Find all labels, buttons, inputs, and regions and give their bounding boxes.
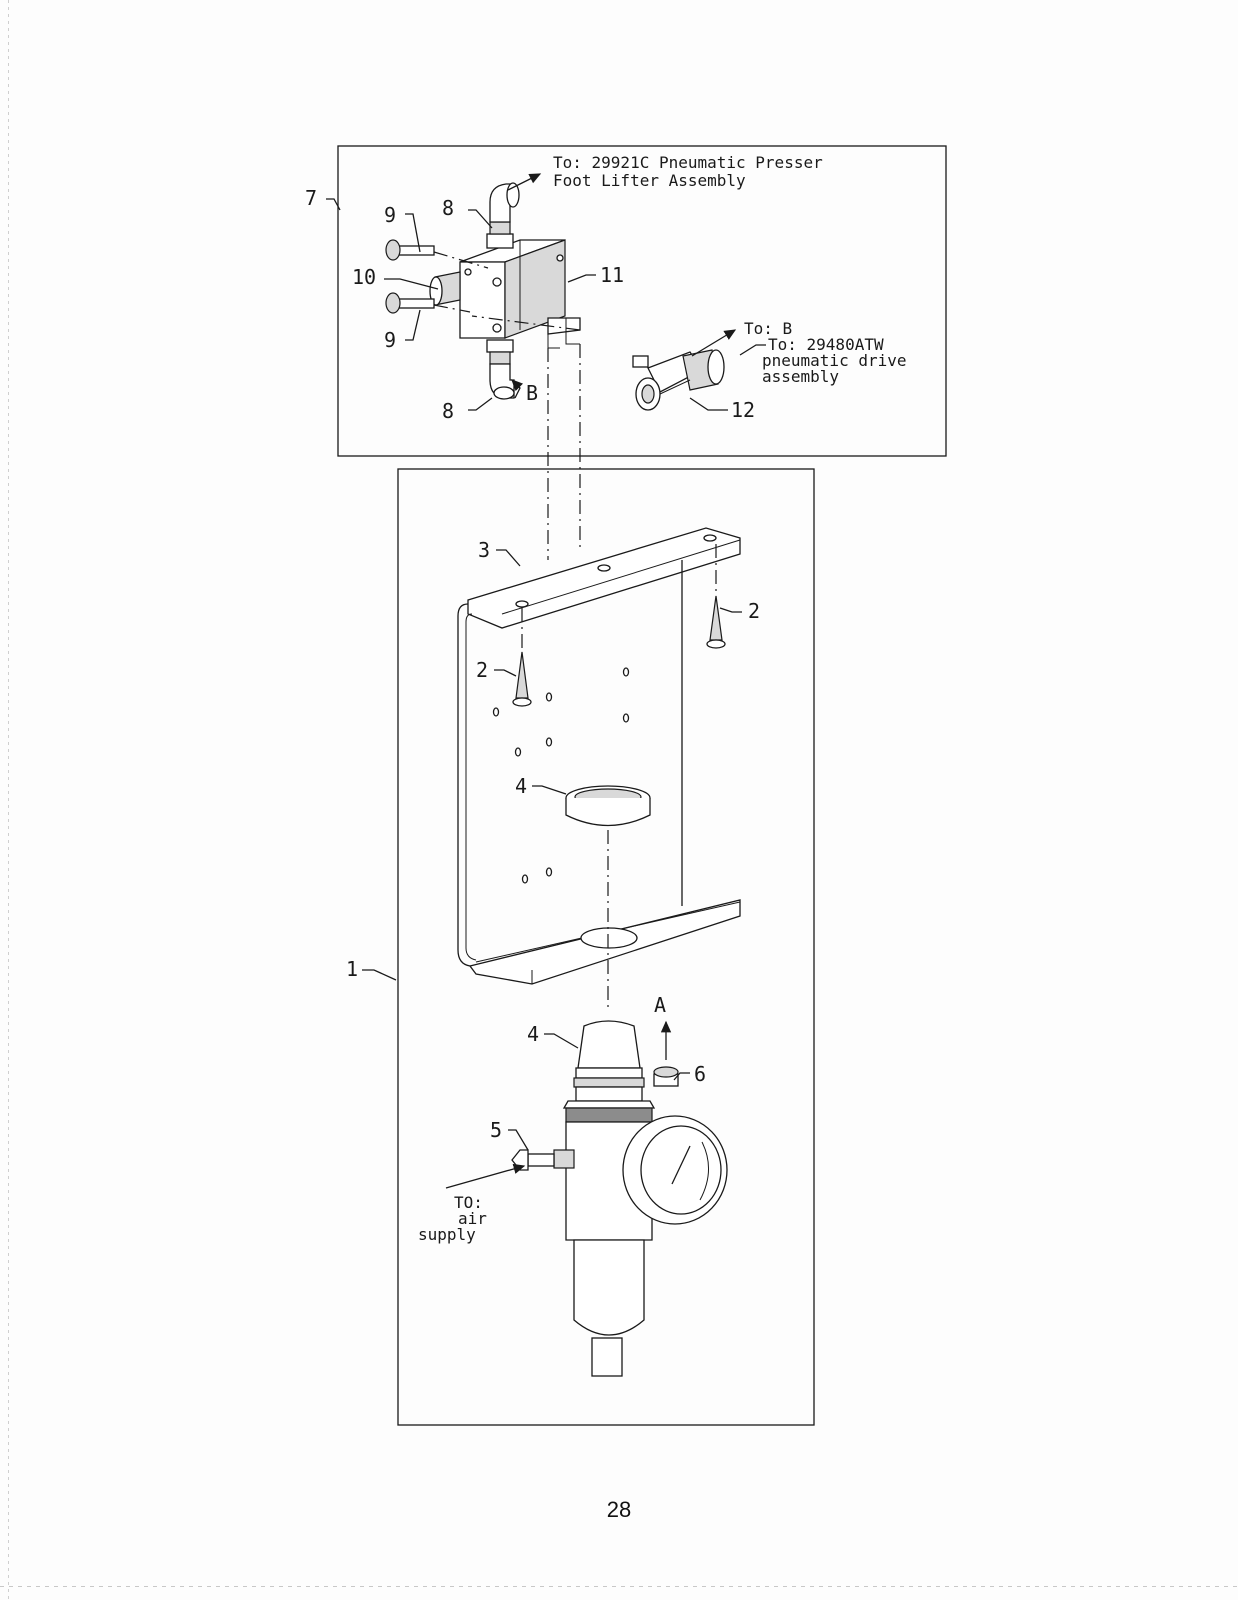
scan-bottom-mark (0, 1586, 1238, 1587)
callout-10: 10 (352, 265, 376, 289)
page-number: 28 (606, 1497, 632, 1522)
note-air-line3: supply (418, 1225, 476, 1244)
note-air-line1: TO: (454, 1193, 483, 1212)
note-to-b: To: B (744, 319, 792, 338)
leader-11 (567, 274, 596, 283)
note-presser-line1: To: 29921C Pneumatic Presser (553, 153, 823, 172)
note-air-line2: air (458, 1209, 487, 1228)
callout-2-right: 2 (748, 599, 760, 623)
leader-1 (362, 969, 397, 981)
leader-2b (719, 607, 742, 613)
valve-assembly-frame (337, 145, 947, 457)
callout-5: 5 (490, 1118, 502, 1142)
leader-10 (384, 278, 439, 290)
note-drive-line1: To: 29480ATW (768, 335, 884, 354)
leader-2a (494, 669, 517, 677)
valve-body (459, 239, 581, 349)
callout-11: 11 (600, 263, 624, 287)
pin-right (706, 544, 726, 649)
leader-4a (532, 785, 567, 795)
screw-upper (385, 239, 489, 269)
callout-4-lower: 4 (527, 1022, 539, 1046)
leader-6 (673, 1072, 690, 1081)
elbow-fitting-top (486, 182, 520, 249)
leader-8b (468, 397, 493, 411)
callout-6: 6 (694, 1062, 706, 1086)
leader-12 (689, 397, 728, 411)
lock-nut (565, 785, 651, 827)
callout-7: 7 (305, 186, 317, 210)
callout-4-upper: 4 (515, 774, 527, 798)
callout-8-lower: 8 (442, 399, 454, 423)
leader-5 (508, 1129, 529, 1151)
pin-left (512, 608, 532, 707)
callout-12: 12 (731, 398, 755, 422)
note-drive-line3: assembly (762, 367, 839, 386)
scan-edge-mark (8, 0, 9, 1600)
mounting-bracket (457, 527, 741, 985)
leader-9b (405, 309, 421, 341)
leader-9a (405, 213, 421, 253)
callout-A: A (654, 993, 666, 1017)
leader-3 (496, 549, 521, 567)
callout-3: 3 (478, 538, 490, 562)
callout-9-upper: 9 (384, 203, 396, 227)
note-drive-line2: pneumatic drive (762, 351, 907, 370)
leader-7 (326, 198, 341, 211)
filter-regulator (511, 1020, 728, 1377)
elbow-fitting-bottom (486, 339, 515, 400)
callout-B: B (526, 381, 538, 405)
callout-2-left: 2 (476, 658, 488, 682)
callout-8-upper: 8 (442, 196, 454, 220)
note-presser-line2: Foot Lifter Assembly (553, 171, 746, 190)
leader-4b (544, 1033, 579, 1049)
screw-lower (385, 292, 471, 314)
push-in-fitting (632, 349, 725, 411)
regulator-assembly-frame (397, 468, 815, 1426)
callout-1: 1 (346, 957, 358, 981)
leader-8a (468, 209, 493, 229)
callout-9-lower: 9 (384, 328, 396, 352)
leader-drive (739, 344, 766, 356)
